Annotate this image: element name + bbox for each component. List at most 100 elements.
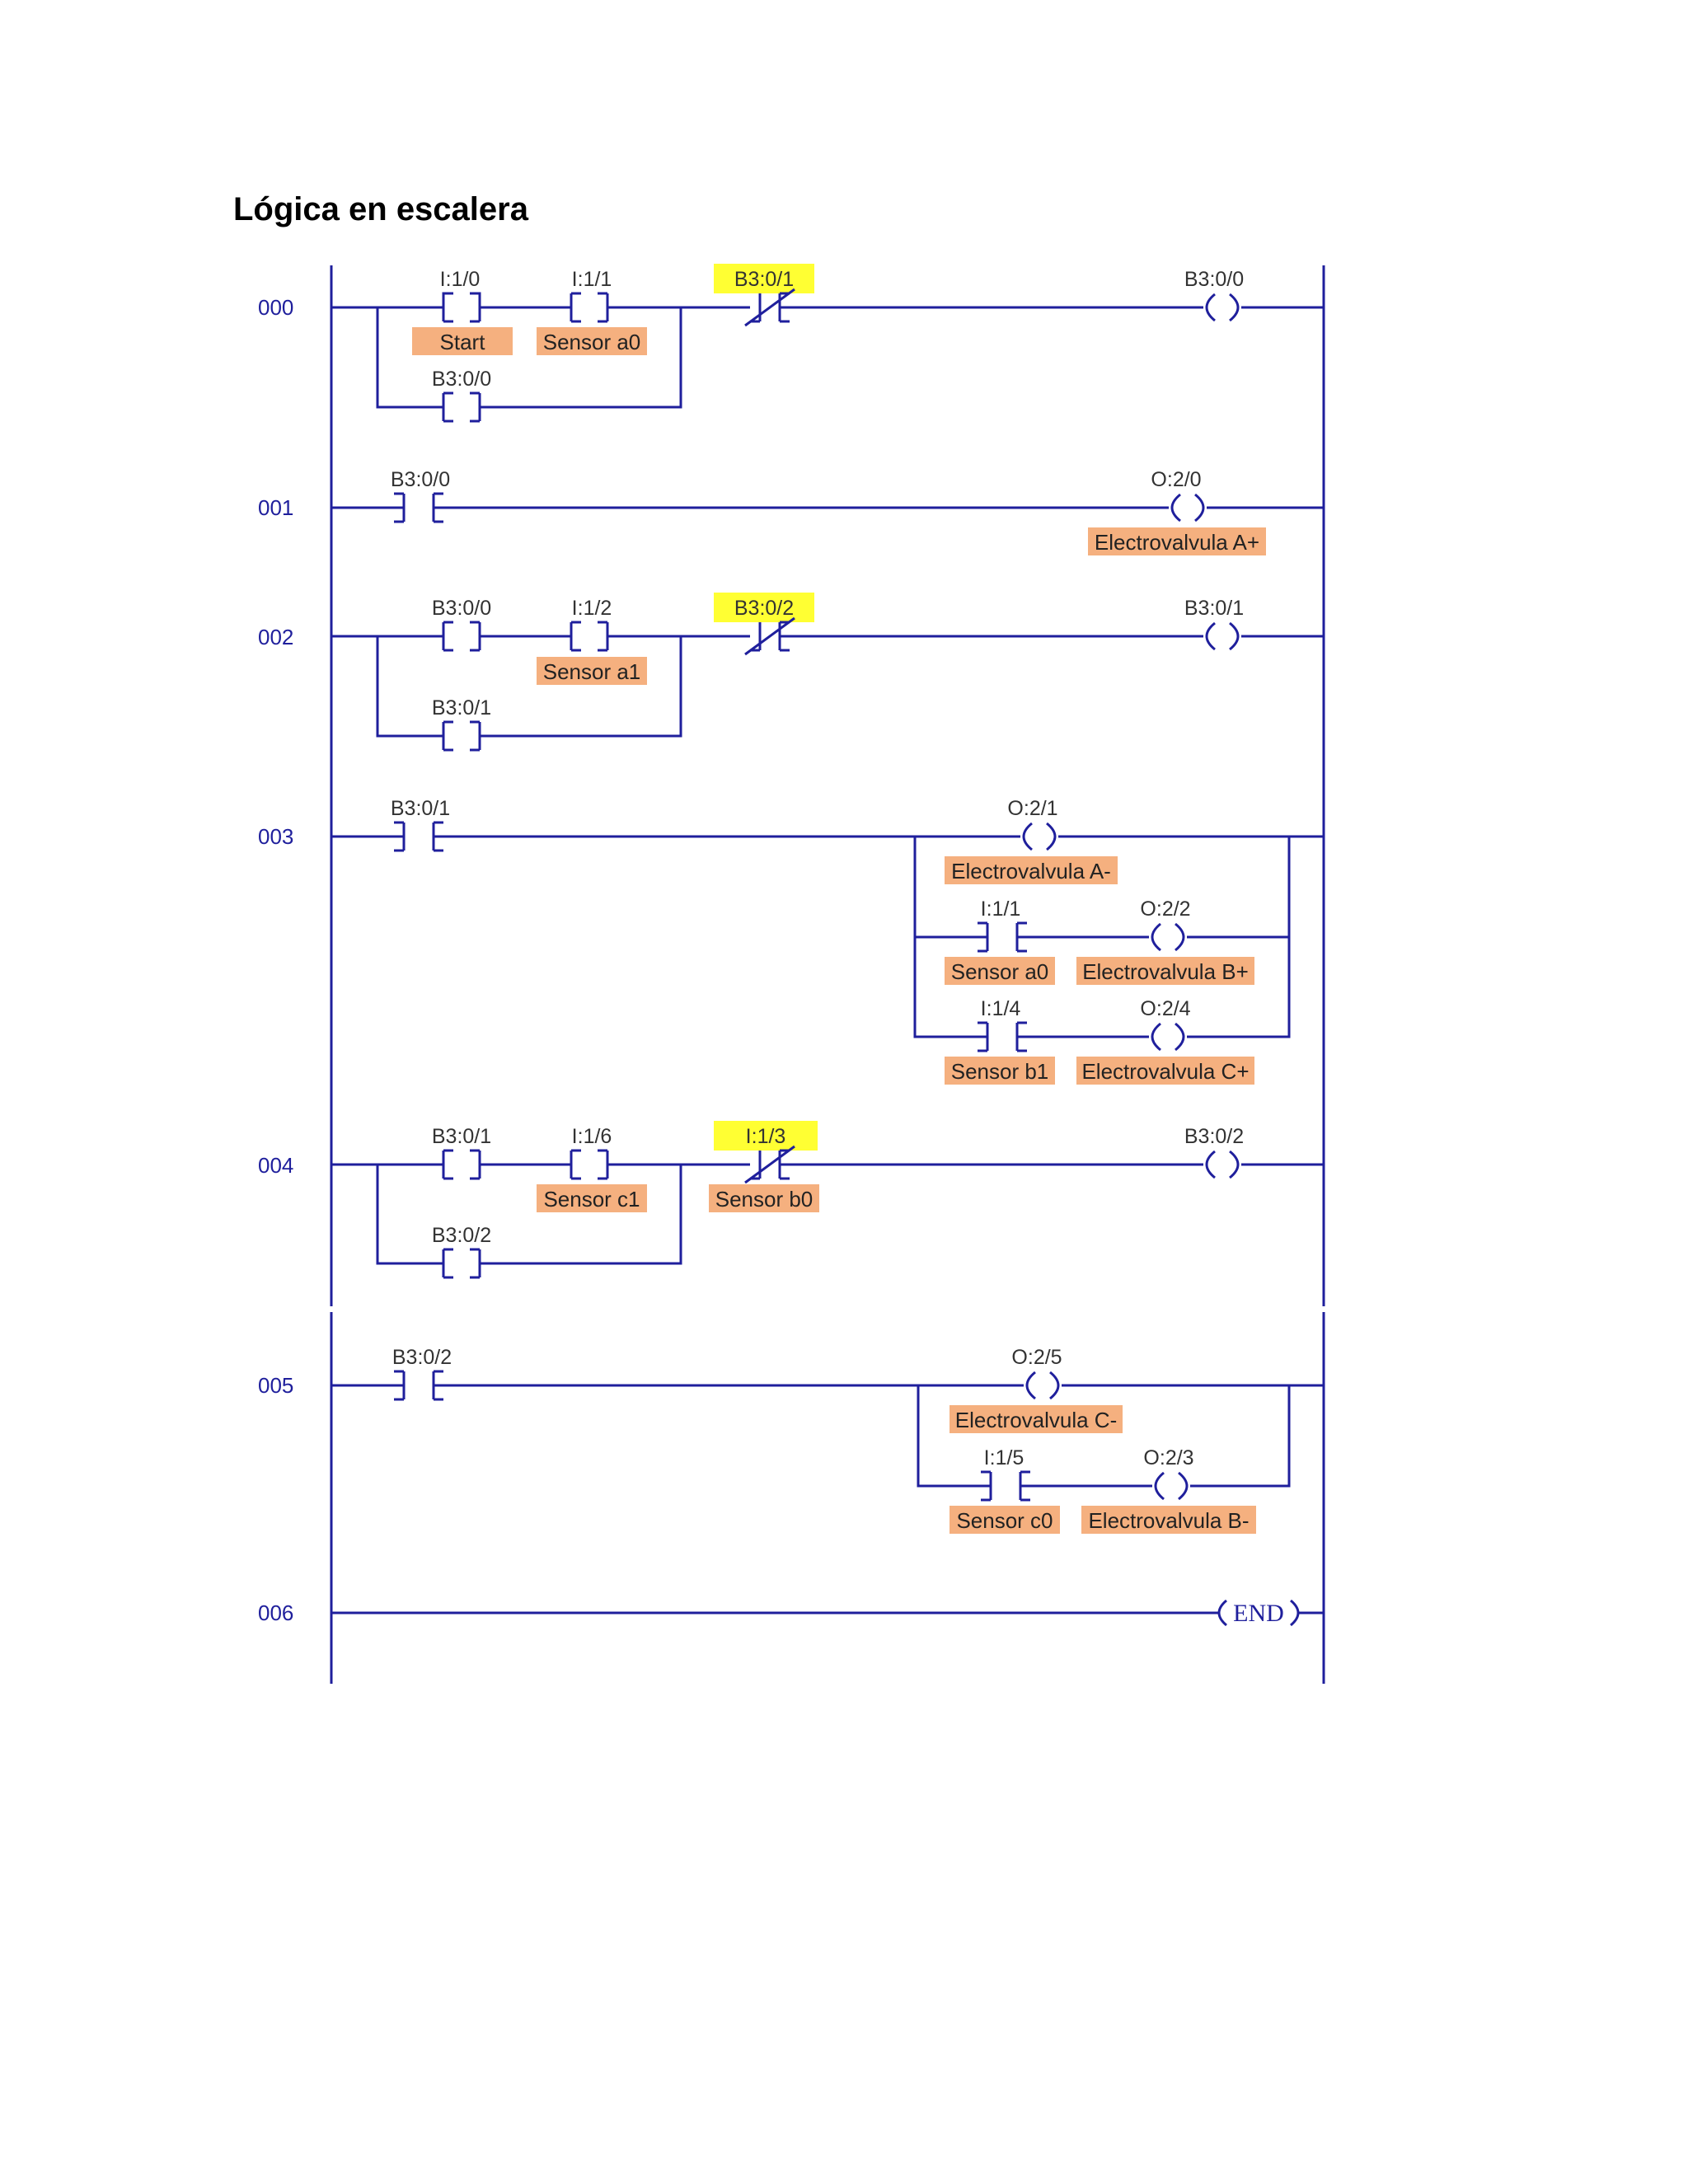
- contact-address: I:1/2: [572, 597, 612, 620]
- description-box: [537, 657, 647, 685]
- coil-address: O:2/3: [1143, 1446, 1193, 1469]
- highlight-box: [714, 264, 814, 293]
- contact-address: I:1/0: [440, 268, 481, 291]
- contact-description: Sensor c1: [543, 1187, 640, 1212]
- contact-no: [973, 1021, 1137, 1052]
- output-coil: [1190, 1150, 1324, 1179]
- description-box: [412, 327, 513, 355]
- description-box: [1081, 1506, 1256, 1534]
- contact-description: Start: [440, 330, 486, 354]
- end-label: END: [1233, 1600, 1284, 1627]
- description-box: [950, 1506, 1060, 1534]
- output-coil: [1141, 1471, 1261, 1501]
- coil-address: O:2/2: [1140, 898, 1190, 921]
- coil-description: Electrovalvula C-: [955, 1408, 1118, 1432]
- contact-description: Sensor a1: [543, 659, 641, 684]
- rung-000: 000 I:1/0 Start I:1/1 Sensor a0 B3:0/0: [258, 264, 1324, 423]
- contact-address: B3:0/1: [432, 1125, 491, 1148]
- rung-001: 001 B3:0/0 O:2/0 Electrovalvula A+: [258, 468, 1324, 555]
- description-box: [945, 1057, 1055, 1085]
- rung-006: 006 END: [258, 1599, 1324, 1627]
- output-coil: [1009, 822, 1324, 851]
- rung-004: 004 B3:0/1 I:1/6 Sensor c1 B3:0/2 I:1/3 …: [258, 1121, 1324, 1279]
- coil-address: B3:0/0: [1184, 268, 1244, 291]
- contact-address: B3:0/0: [432, 368, 491, 391]
- rung-number: 003: [258, 824, 293, 849]
- coil-description: Electrovalvula A-: [951, 859, 1111, 883]
- contact-description: Sensor a0: [951, 959, 1049, 984]
- page-title: Lógica en escalera: [233, 191, 528, 227]
- contact-address: B3:0/1: [432, 696, 491, 719]
- contact-no: [429, 720, 509, 752]
- contact-nc: [742, 288, 812, 327]
- contact-nc: [742, 1145, 1190, 1184]
- contact-no: [429, 292, 509, 323]
- description-box: [537, 327, 647, 355]
- rung-number: 001: [258, 495, 293, 520]
- contact-description: Sensor b1: [951, 1059, 1049, 1084]
- contact-address: B3:0/1: [391, 797, 450, 820]
- coil-description: Electrovalvula C+: [1081, 1059, 1249, 1084]
- contact-description: Sensor c0: [956, 1508, 1053, 1533]
- coil-address: B3:0/2: [1184, 1125, 1244, 1148]
- coil-address: O:2/5: [1011, 1346, 1062, 1369]
- output-coil: [1137, 922, 1258, 952]
- rung-003: 003 B3:0/1 O:2/1 Electrovalvula A- I:1/1…: [258, 797, 1324, 1085]
- description-box: [537, 1184, 647, 1212]
- contact-address: I:1/3: [746, 1125, 786, 1148]
- contact-address: B3:0/0: [391, 468, 450, 491]
- output-coil: [1012, 1371, 1324, 1400]
- rung-number: 002: [258, 625, 293, 649]
- contact-address: I:1/5: [984, 1446, 1025, 1469]
- contact-no: [429, 1149, 556, 1180]
- highlight-box: [714, 593, 814, 622]
- contact-no: [973, 921, 1137, 953]
- contact-address: I:1/4: [981, 997, 1021, 1020]
- contact-no: [389, 821, 1009, 852]
- contact-address: B3:0/2: [392, 1346, 452, 1369]
- coil-address: O:2/0: [1151, 468, 1201, 491]
- coil-address: B3:0/1: [1184, 597, 1244, 620]
- description-box: [1088, 527, 1266, 555]
- output-coil: [1137, 1022, 1258, 1052]
- highlight-box: [714, 1121, 818, 1151]
- coil-description: Electrovalvula B+: [1082, 959, 1249, 984]
- contact-no: [389, 492, 1157, 523]
- contact-description: Sensor b0: [715, 1187, 814, 1212]
- contact-address: B3:0/2: [734, 597, 794, 620]
- rung-number: 006: [258, 1601, 293, 1625]
- description-box: [945, 856, 1118, 884]
- end-instruction: END: [1212, 1599, 1324, 1627]
- coil-address: O:2/1: [1007, 797, 1057, 820]
- rung-number: 005: [258, 1373, 293, 1398]
- contact-no: [389, 1370, 1012, 1401]
- output-coil: [1190, 293, 1254, 322]
- contact-no: [429, 391, 509, 423]
- rung-002: 002 B3:0/0 I:1/2 Sensor a1 B3:0/1 B3:0/2…: [258, 593, 1324, 752]
- contact-no: [556, 292, 639, 323]
- output-coil: [1190, 621, 1324, 651]
- output-coil: [1157, 493, 1324, 523]
- contact-no: [976, 1470, 1141, 1502]
- description-box: [709, 1184, 819, 1212]
- contact-address: B3:0/0: [432, 597, 491, 620]
- contact-address: I:1/6: [572, 1125, 612, 1148]
- contact-no: [429, 621, 556, 652]
- rung-number: 000: [258, 295, 293, 320]
- contact-no: [556, 621, 742, 652]
- contact-no: [429, 1248, 509, 1279]
- contact-address: B3:0/2: [432, 1224, 491, 1247]
- description-box: [1076, 1057, 1254, 1085]
- contact-address: B3:0/1: [734, 268, 794, 291]
- rung-005: 005 B3:0/2 O:2/5 Electrovalvula C- I:1/5…: [258, 1346, 1324, 1534]
- coil-description: Electrovalvula B-: [1088, 1508, 1249, 1533]
- contact-address: I:1/1: [572, 268, 612, 291]
- contact-address: I:1/1: [981, 898, 1021, 921]
- rung-number: 004: [258, 1153, 293, 1178]
- description-box: [945, 957, 1055, 985]
- contact-description: Sensor a0: [543, 330, 641, 354]
- description-box: [1076, 957, 1254, 985]
- contact-no: [556, 1149, 742, 1180]
- contact-nc: [742, 616, 1190, 656]
